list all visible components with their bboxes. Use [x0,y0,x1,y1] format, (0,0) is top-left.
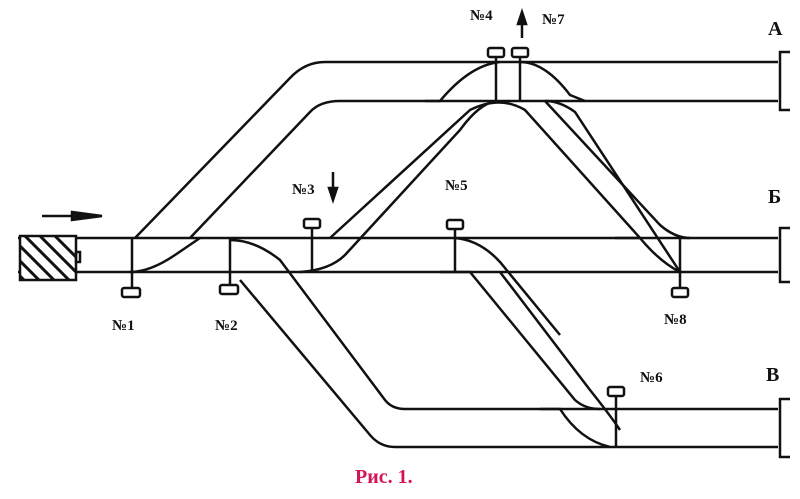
switch-label-2: №2 [215,318,238,334]
direction-arrow-icon [42,210,103,222]
track-a [134,50,790,274]
track-v [229,236,790,459]
track-label-b: Б [768,186,782,208]
figure-caption: Рис. 1. [355,466,413,488]
switch-label-5: №5 [445,178,468,194]
switch-label-8: №8 [664,312,687,328]
track-label-v: В [766,364,780,386]
switch-levers [120,46,690,447]
arrow-up-icon [516,8,528,38]
switch-label-6: №6 [640,370,663,386]
switch-label-4: №4 [470,8,493,24]
switch-label-3: №3 [292,182,315,198]
track-label-a: А [768,18,783,40]
switch-label-1: №1 [112,318,135,334]
arrow-down-icon [327,172,339,204]
track-b [18,226,790,284]
switch-label-7: №7 [542,12,565,28]
wagon-icon [18,234,82,282]
